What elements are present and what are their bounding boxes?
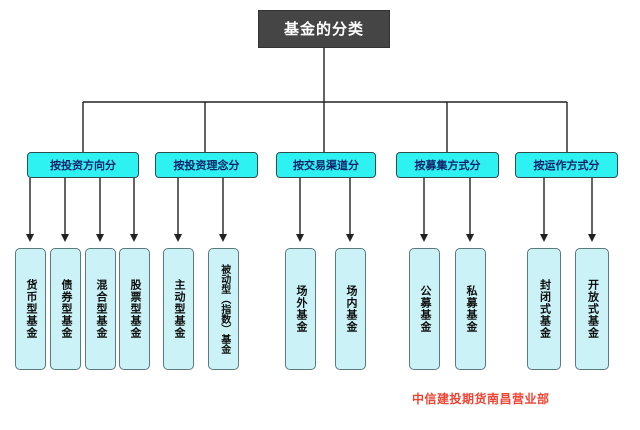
leaf-node-4-2[interactable]: 私募基金 bbox=[455, 248, 486, 370]
category-node-3[interactable]: 按交易渠道分 bbox=[276, 152, 376, 178]
leaf-node-5-1[interactable]: 封闭式基金 bbox=[527, 248, 561, 370]
leaf-node-2-2-label: 被动型（指数）基金 bbox=[218, 264, 230, 354]
leaf-node-1-4-label: 股票型基金 bbox=[128, 279, 142, 339]
category-node-4[interactable]: 按募集方式分 bbox=[396, 152, 499, 178]
root-node-label: 基金的分类 bbox=[283, 19, 364, 38]
leaf-node-2-1[interactable]: 主动型基金 bbox=[163, 248, 194, 370]
category-node-2[interactable]: 按投资理念分 bbox=[155, 152, 258, 178]
leaf-node-1-3[interactable]: 混合型基金 bbox=[85, 248, 116, 370]
leaf-node-1-2-label: 债券型基金 bbox=[59, 279, 73, 339]
leaf-node-2-2[interactable]: 被动型（指数）基金 bbox=[208, 248, 239, 370]
category-node-5-label: 按运作方式分 bbox=[533, 158, 600, 172]
leaf-node-1-4[interactable]: 股票型基金 bbox=[119, 248, 150, 370]
leaf-node-4-1-label: 公募基金 bbox=[418, 285, 432, 333]
leaf-node-3-2-label: 场内基金 bbox=[344, 285, 358, 333]
leaf-node-3-2[interactable]: 场内基金 bbox=[335, 248, 366, 370]
footer-watermark: 中信建投期货南昌营业部 bbox=[412, 392, 550, 406]
leaf-node-3-1-label: 场外基金 bbox=[294, 285, 308, 333]
leaf-node-4-1[interactable]: 公募基金 bbox=[409, 248, 440, 370]
leaf-node-1-1-label: 货币型基金 bbox=[24, 279, 38, 339]
category-node-1-label: 按投资方向分 bbox=[50, 158, 116, 172]
category-node-4-label: 按募集方式分 bbox=[414, 158, 481, 172]
leaf-node-1-3-label: 混合型基金 bbox=[94, 279, 108, 339]
leaf-node-5-2[interactable]: 开放式基金 bbox=[575, 248, 609, 370]
root-node[interactable]: 基金的分类 bbox=[258, 10, 390, 48]
leaf-node-2-1-label: 主动型基金 bbox=[172, 279, 186, 339]
leaf-node-4-2-label: 私募基金 bbox=[464, 285, 478, 333]
category-node-1[interactable]: 按投资方向分 bbox=[27, 152, 139, 178]
leaf-node-1-2[interactable]: 债券型基金 bbox=[50, 248, 81, 370]
leaf-node-1-1[interactable]: 货币型基金 bbox=[15, 248, 46, 370]
leaf-node-5-1-label: 封闭式基金 bbox=[538, 279, 552, 339]
category-node-5[interactable]: 按运作方式分 bbox=[515, 152, 618, 178]
leaf-node-5-2-label: 开放式基金 bbox=[586, 279, 600, 339]
leaf-node-3-1[interactable]: 场外基金 bbox=[285, 248, 316, 370]
category-node-3-label: 按交易渠道分 bbox=[293, 158, 359, 172]
category-node-2-label: 按投资理念分 bbox=[173, 158, 240, 172]
